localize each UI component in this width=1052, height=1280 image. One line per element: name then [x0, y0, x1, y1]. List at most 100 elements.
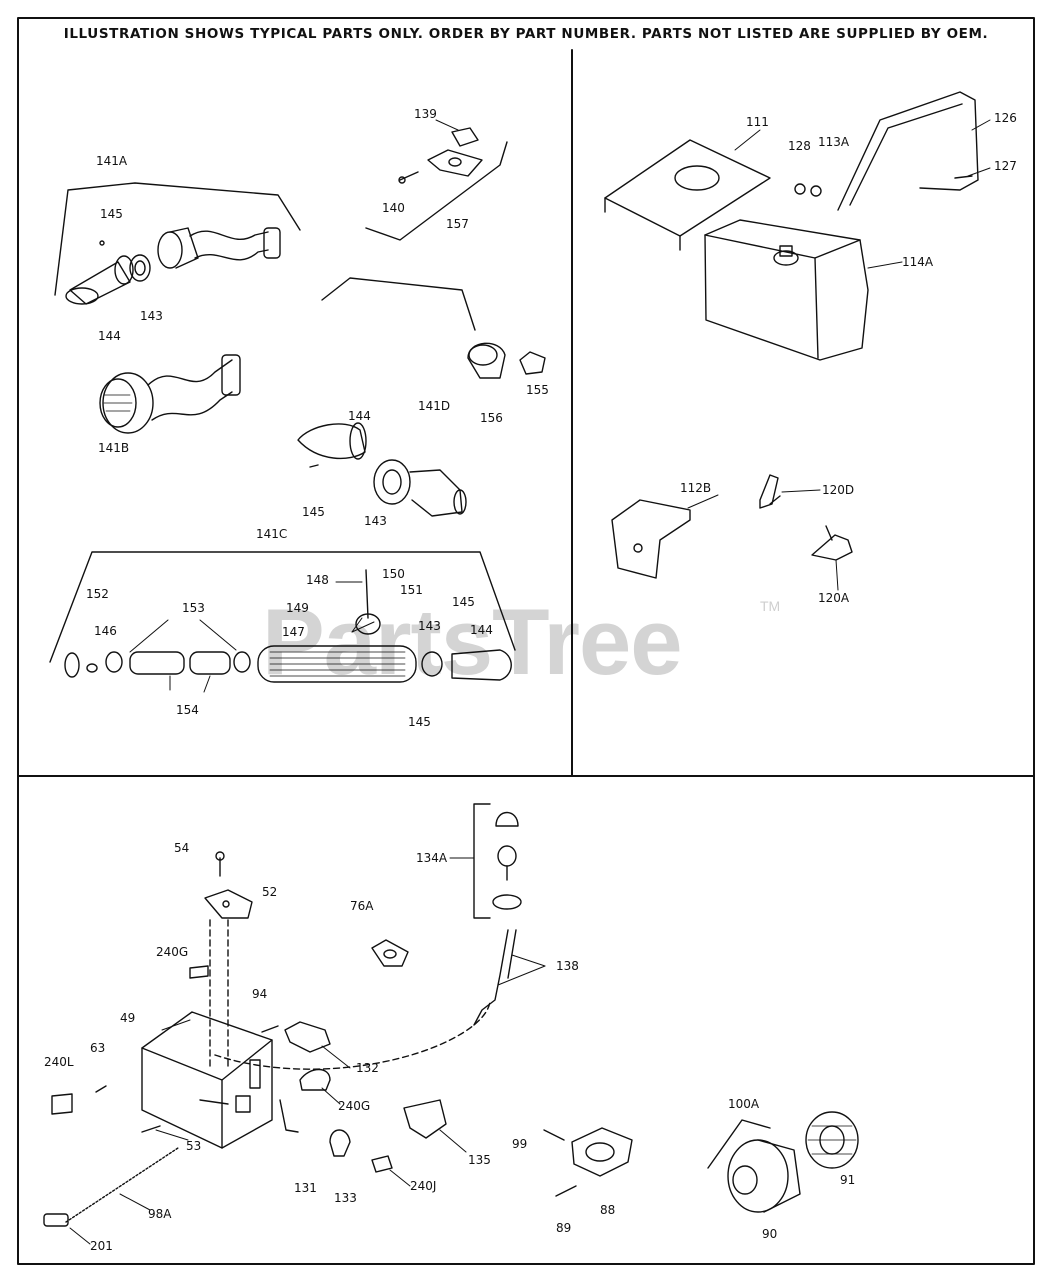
label-155: 155: [526, 383, 549, 397]
label-140: 140: [382, 201, 405, 215]
label-126: 126: [994, 111, 1017, 125]
adapter-88: [543, 1127, 633, 1197]
watermark-brand: PartsTree: [262, 589, 683, 694]
filter-135: [403, 1099, 447, 1139]
label-143: 143: [418, 619, 441, 633]
label-90: 90: [762, 1227, 777, 1241]
label-154: 154: [176, 703, 199, 717]
label-143: 143: [140, 309, 163, 323]
label-112B: 112B: [680, 481, 711, 495]
diagram-notice: ILLUSTRATION SHOWS TYPICAL PARTS ONLY. O…: [63, 26, 989, 42]
label-139: 139: [414, 107, 437, 121]
label-240G: 240G: [156, 945, 188, 959]
label-145: 145: [452, 595, 475, 609]
strainer-131: [279, 1099, 299, 1133]
muffler-assembly-141D: [297, 277, 476, 517]
label-148: 148: [306, 573, 329, 587]
decal-240J: [371, 1155, 393, 1173]
diagram-frame: [17, 17, 1035, 1265]
label-151: 151: [400, 583, 423, 597]
label-113A: 113A: [818, 135, 850, 149]
label-49: 49: [120, 1011, 135, 1025]
label-144: 144: [348, 409, 371, 423]
label-145: 145: [302, 505, 325, 519]
label-76A: 76A: [350, 899, 374, 913]
fuel-line-138: [214, 929, 517, 1070]
label-141C: 141C: [256, 527, 287, 541]
tank-base-plate-111: [604, 139, 771, 251]
label-144: 144: [98, 329, 121, 343]
label-91: 91: [840, 1173, 855, 1187]
label-111: 111: [746, 115, 769, 129]
muffler-assembly-141A: [54, 182, 301, 305]
bracket-112B: [611, 499, 691, 579]
cap-133: [329, 1129, 351, 1157]
label-152: 152: [86, 587, 109, 601]
label-145: 145: [100, 207, 123, 221]
label-144: 144: [470, 623, 493, 637]
label-149: 149: [286, 601, 309, 615]
watermark-trademark: TM: [760, 598, 781, 614]
label-120D: 120D: [822, 483, 854, 497]
bracket-132: [261, 1021, 331, 1053]
handle-201: [43, 1213, 69, 1227]
label-114A: 114A: [902, 255, 934, 269]
fuel-tank-114A: [704, 219, 869, 361]
label-132: 132: [356, 1061, 379, 1075]
label-54: 54: [174, 841, 189, 855]
dipstick-98A: [65, 1147, 179, 1223]
label-120A: 120A: [818, 591, 850, 605]
label-127: 127: [994, 159, 1017, 173]
label-89: 89: [556, 1221, 571, 1235]
label-150: 150: [382, 567, 405, 581]
label-201: 201: [90, 1239, 113, 1253]
label-240G: 240G: [338, 1099, 370, 1113]
label-156: 156: [480, 411, 503, 425]
label-88: 88: [600, 1203, 615, 1217]
muffler-assembly-141C: [49, 551, 516, 683]
label-99: 99: [512, 1137, 527, 1151]
label-145: 145: [408, 715, 431, 729]
decal-240L: [51, 1093, 73, 1115]
part-number-labels: 141A 145 144 143 139 140 157 141B 156 15…: [44, 107, 1017, 1253]
label-52: 52: [262, 885, 277, 899]
label-135: 135: [468, 1153, 491, 1167]
label-141A: 141A: [96, 154, 128, 168]
label-153: 153: [182, 601, 205, 615]
label-100A: 100A: [728, 1097, 760, 1111]
label-134A: 134A: [416, 851, 448, 865]
label-157: 157: [446, 217, 469, 231]
bolt-53: [141, 1125, 161, 1133]
air-filter-100A: [707, 1111, 859, 1213]
label-141D: 141D: [418, 399, 450, 413]
muffler-141B: [99, 354, 241, 434]
bolt-63: [95, 1085, 107, 1093]
label-240L: 240L: [44, 1055, 74, 1069]
tank-bracket-126: [794, 91, 979, 211]
elbow-fitting-156: [467, 342, 546, 379]
label-147: 147: [282, 625, 305, 639]
label-94: 94: [252, 987, 267, 1001]
fuel-valve-120D: [759, 474, 781, 509]
decal-240G: [189, 965, 209, 979]
label-138: 138: [556, 959, 579, 973]
cover-240G: [299, 1068, 331, 1091]
gasket-76A: [371, 939, 409, 967]
gasket-group-157: [365, 127, 508, 241]
fuel-valve-120A: [811, 525, 853, 561]
oil-tank-49: [141, 1011, 273, 1149]
label-143: 143: [364, 514, 387, 528]
mount-bracket-52: [204, 851, 253, 1071]
label-53: 53: [186, 1139, 201, 1153]
label-63: 63: [90, 1041, 105, 1055]
tank-cap-group-134A: [473, 803, 522, 919]
label-146: 146: [94, 624, 117, 638]
label-133: 133: [334, 1191, 357, 1205]
label-141B: 141B: [98, 441, 129, 455]
label-98A: 98A: [148, 1207, 172, 1221]
label-131: 131: [294, 1181, 317, 1195]
label-240J: 240J: [410, 1179, 436, 1193]
label-128: 128: [788, 139, 811, 153]
